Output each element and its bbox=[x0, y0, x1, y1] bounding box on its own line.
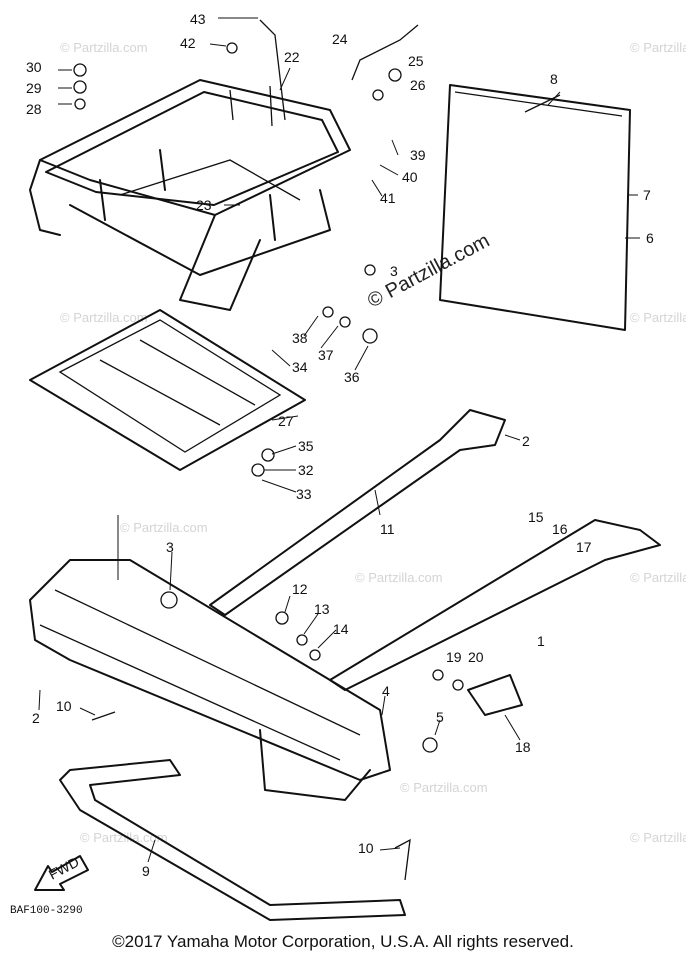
watermark-center: © Partzilla.com bbox=[364, 230, 493, 313]
callout: 10 bbox=[56, 698, 72, 714]
callout: 40 bbox=[402, 169, 418, 185]
callout: 20 bbox=[468, 649, 484, 665]
callout: 38 bbox=[292, 330, 308, 346]
plate-6 bbox=[439, 84, 631, 331]
callout: 26 bbox=[410, 77, 426, 93]
watermark: © Partzilla.com bbox=[630, 310, 686, 325]
callout: 25 bbox=[408, 53, 424, 69]
callout: 14 bbox=[333, 621, 349, 637]
callout: 41 bbox=[380, 190, 396, 206]
callout: 15 bbox=[528, 509, 544, 525]
callout: 24 bbox=[332, 31, 348, 47]
callout: 33 bbox=[296, 486, 312, 502]
callout: 29 bbox=[26, 80, 42, 96]
callout: 22 bbox=[284, 49, 300, 65]
callout: 5 bbox=[436, 709, 444, 725]
callout-labels: 43 42 22 24 25 26 30 29 28 8 39 40 41 7 … bbox=[26, 11, 654, 879]
callout: 32 bbox=[298, 462, 314, 478]
callout: 30 bbox=[26, 59, 42, 75]
callout: 36 bbox=[344, 369, 360, 385]
fwd-label: FWD bbox=[46, 854, 82, 883]
callout: 28 bbox=[26, 101, 42, 117]
callout: 23 bbox=[196, 197, 212, 213]
callout: 35 bbox=[298, 438, 314, 454]
diagram-code: BAF100-3290 bbox=[10, 905, 83, 917]
callout: 7 bbox=[643, 187, 651, 203]
watermark: © Partzilla.com bbox=[120, 520, 208, 535]
watermark: © Partzilla.com bbox=[355, 570, 443, 585]
callout: 3 bbox=[390, 263, 398, 279]
callout: 2 bbox=[522, 433, 530, 449]
callout: 13 bbox=[314, 601, 330, 617]
callout: 37 bbox=[318, 347, 334, 363]
bumper bbox=[29, 559, 391, 801]
callout: 12 bbox=[292, 581, 308, 597]
callout: 18 bbox=[515, 739, 531, 755]
callout: 8 bbox=[550, 71, 558, 87]
guard-9 bbox=[59, 759, 406, 921]
callout: 6 bbox=[646, 230, 654, 246]
watermark: © Partzilla.com bbox=[630, 830, 686, 845]
callout: 9 bbox=[142, 863, 150, 879]
callout: 17 bbox=[576, 539, 592, 555]
callout: 4 bbox=[382, 683, 390, 699]
watermark: © Partzilla.com bbox=[60, 310, 148, 325]
watermark: © Partzilla.com bbox=[80, 830, 168, 845]
watermark: © Partzilla.com bbox=[630, 570, 686, 585]
fasteners bbox=[73, 19, 561, 881]
callout: 1 bbox=[537, 633, 545, 649]
watermark: © Partzilla.com bbox=[630, 40, 686, 55]
watermark: © Partzilla.com bbox=[60, 40, 148, 55]
watermark: © Partzilla.com bbox=[400, 780, 488, 795]
callout: 10 bbox=[358, 840, 374, 856]
callout: 19 bbox=[446, 649, 462, 665]
skid-plate bbox=[29, 309, 306, 471]
callout: 34 bbox=[292, 359, 308, 375]
callout: 27 bbox=[278, 413, 294, 429]
callout: 42 bbox=[180, 35, 196, 51]
fwd-arrow-icon: FWD bbox=[34, 854, 89, 891]
callout: 11 bbox=[380, 521, 395, 537]
watermarks: © Partzilla.com © Partzilla.com © Partzi… bbox=[60, 40, 686, 845]
callout: 39 bbox=[410, 147, 426, 163]
rear-rack bbox=[29, 79, 351, 311]
callout: 16 bbox=[552, 521, 568, 537]
callout: 2 bbox=[32, 710, 40, 726]
callout: 43 bbox=[190, 11, 206, 27]
callout: 3 bbox=[166, 539, 174, 555]
leader-lines bbox=[38, 17, 640, 863]
copyright-notice: ©2017 Yamaha Motor Corporation, U.S.A. A… bbox=[112, 932, 574, 951]
